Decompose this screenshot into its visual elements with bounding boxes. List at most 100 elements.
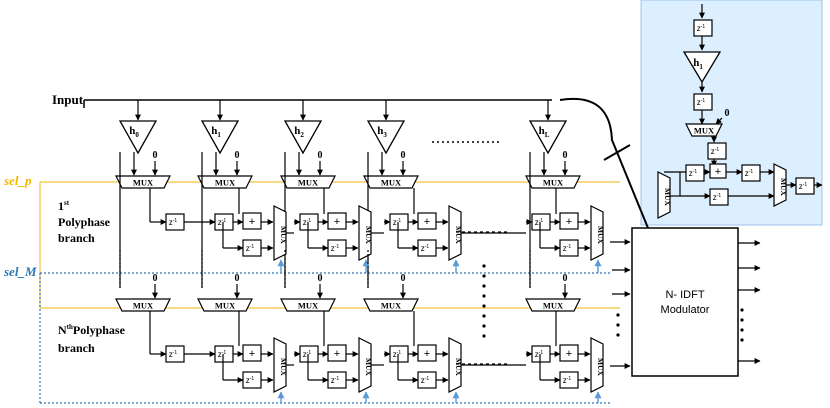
adder-block [417,344,437,362]
branch-1-line1: Polyphase [58,215,111,229]
zoom-bracket [559,97,649,229]
mux-block [590,337,604,393]
adder-label: + [424,348,430,360]
delay-label: z-1 [689,169,698,178]
wire [715,117,723,125]
mux-block [590,205,604,261]
idft-modulator-block [631,227,739,377]
delay-label: z-1 [697,98,706,107]
coefficient-multiplier [366,120,406,155]
mux-block [657,171,671,219]
sel-p-label: sel_p [3,173,32,188]
mux-label: MUX [596,226,605,244]
delay-label: z-1 [169,218,178,227]
zero-constant: 0 [401,273,406,284]
branch-1-label: 1st [58,199,70,213]
mux-label: MUX [694,126,715,136]
mux-label: MUX [133,178,154,188]
adder-label: + [249,348,255,360]
zero-constant: 0 [235,273,240,284]
delay-label: z-1 [535,218,544,227]
delay-label: z-1 [303,350,312,359]
delay-label: z-1 [711,147,720,156]
coefficient-multiplier [200,120,240,155]
zoom-bracket-tick [603,144,631,161]
mux-label: MUX [543,301,564,311]
delay-label: z-1 [393,218,402,227]
zero-constant: 0 [401,150,406,161]
adder-block [559,344,579,362]
idft-line2: Modulator [661,304,710,316]
coefficient-multiplier [528,120,568,155]
coefficient-label: h1 [211,125,221,139]
adder-block [417,212,437,230]
mux-label: MUX [215,178,236,188]
ellipsis-dots [482,264,744,342]
mux-label: MUX [364,226,373,244]
adder-label: + [249,216,255,228]
delay-label: z-1 [331,244,340,253]
delay-label: z-1 [563,376,572,385]
adder-block [559,212,579,230]
coefficient-multiplier [283,120,323,155]
mux-block [358,205,372,261]
zero-constant: 0 [153,273,158,284]
mux-block [363,298,419,312]
branch-n-label: NthPolyphase [58,323,126,337]
mux-label: MUX [364,358,373,376]
delay-label: z-1 [246,244,255,253]
mux-block [115,298,171,312]
coefficient-multiplier [118,120,158,155]
mux-block [273,205,287,261]
zero-constant: 0 [235,150,240,161]
mux-label: MUX [663,188,672,206]
mux-block [448,205,462,261]
adder-label: + [334,348,340,360]
mux-label: MUX [298,178,319,188]
coefficient-label: hL [539,125,550,139]
mux-block [358,337,372,393]
delay-label: z-1 [246,376,255,385]
mux-block [448,337,462,393]
adder-label: + [334,216,340,228]
mux-label: MUX [381,178,402,188]
mux-block [197,298,253,312]
delay-block [707,142,727,160]
adder-block [327,212,347,230]
delay-label: z-1 [218,218,227,227]
mux-block [273,337,287,393]
branch-1-line2: branch [58,231,95,245]
delay-block [741,164,761,182]
delay-label: z-1 [421,244,430,253]
delay-block [709,188,729,206]
delay-label: z-1 [393,350,402,359]
adder-label: + [566,348,572,360]
adder-block [242,344,262,362]
delay-block [685,164,705,182]
zero-constant: 0 [725,108,730,119]
delay-label: z-1 [563,244,572,253]
idft-line1: N- IDFT [665,289,704,301]
mux-label: MUX [298,301,319,311]
zero-constant: 0 [153,150,158,161]
coefficient-label: h0 [129,125,139,139]
zero-constant: 0 [563,150,568,161]
delay-label: z-1 [331,376,340,385]
mux-label: MUX [779,178,788,196]
mux-block [685,123,723,137]
branch-n-line2: branch [58,341,95,355]
coefficient-label: h3 [377,125,387,139]
delay-label: z-1 [799,182,808,191]
inset-coefficient-multiplier [682,51,722,84]
mux-label: MUX [381,301,402,311]
delay-label: z-1 [303,218,312,227]
adder-label: + [566,216,572,228]
adder-block [242,212,262,230]
delay-label: z-1 [745,169,754,178]
delay-label: z-1 [421,376,430,385]
delay-block [795,177,815,195]
delay-block [693,19,713,37]
delay-label: z-1 [218,350,227,359]
coefficient-label: h2 [294,125,304,139]
input-label: Input [52,92,84,107]
